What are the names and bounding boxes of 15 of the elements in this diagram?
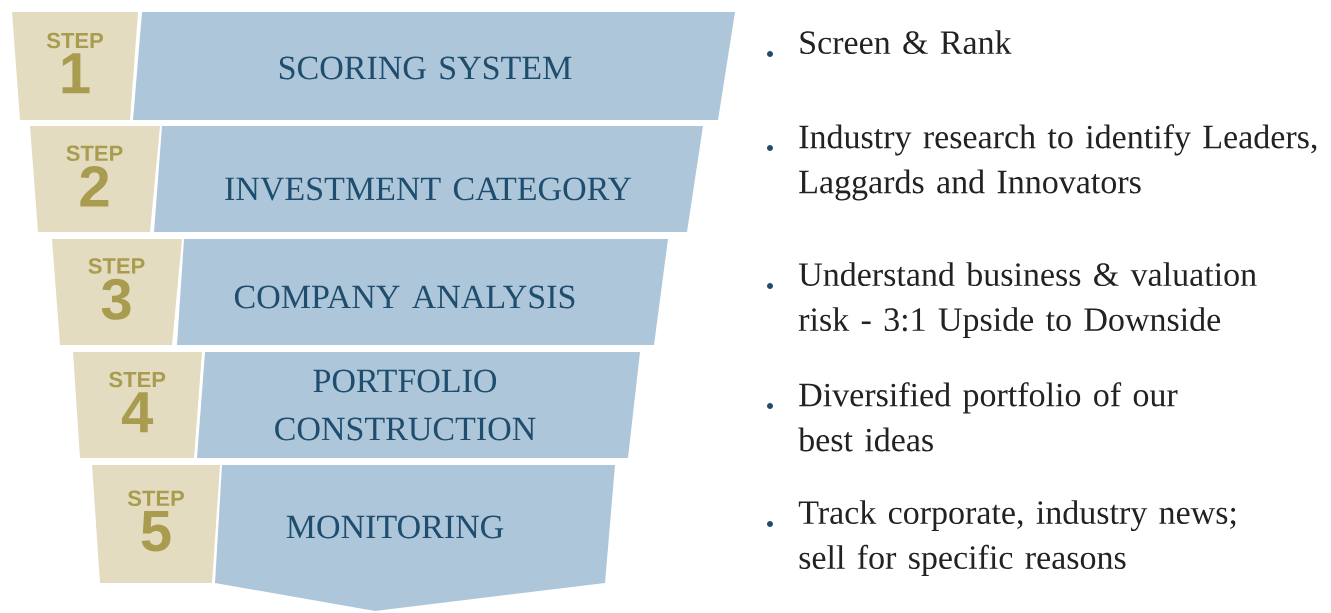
bullet-text: Understand business & valuation risk - 3:1 Upside to Downside xyxy=(798,262,1257,339)
bullet-text: Track corporate, industry news; sell for specific reasons xyxy=(798,500,1236,577)
funnel-band: SCORING SYSTEM xyxy=(133,12,735,120)
funnel-band: MONITORING xyxy=(215,465,615,611)
bullet-text: Diversified portfolio of our best ideas xyxy=(798,382,1178,452)
funnel-band: PORTFOLIO CONSTRUCTION xyxy=(197,352,640,458)
step-badge: STEP 1 xyxy=(12,12,138,120)
funnel-band: COMPANY ANALYSIS xyxy=(177,239,668,345)
bullet-text: Screen & Rank xyxy=(800,30,1012,55)
step-badge: STEP 4 xyxy=(73,352,202,458)
step-badge: STEP 2 xyxy=(30,126,160,232)
step-badge: STEP 3 xyxy=(52,239,182,345)
step-badge: STEP 5 xyxy=(92,465,220,583)
funnel-band: INVESTMENT CATEGORY xyxy=(154,126,703,232)
bullet-text: Industry research to identify Leaders, Laggards and Innovators xyxy=(799,124,1317,201)
